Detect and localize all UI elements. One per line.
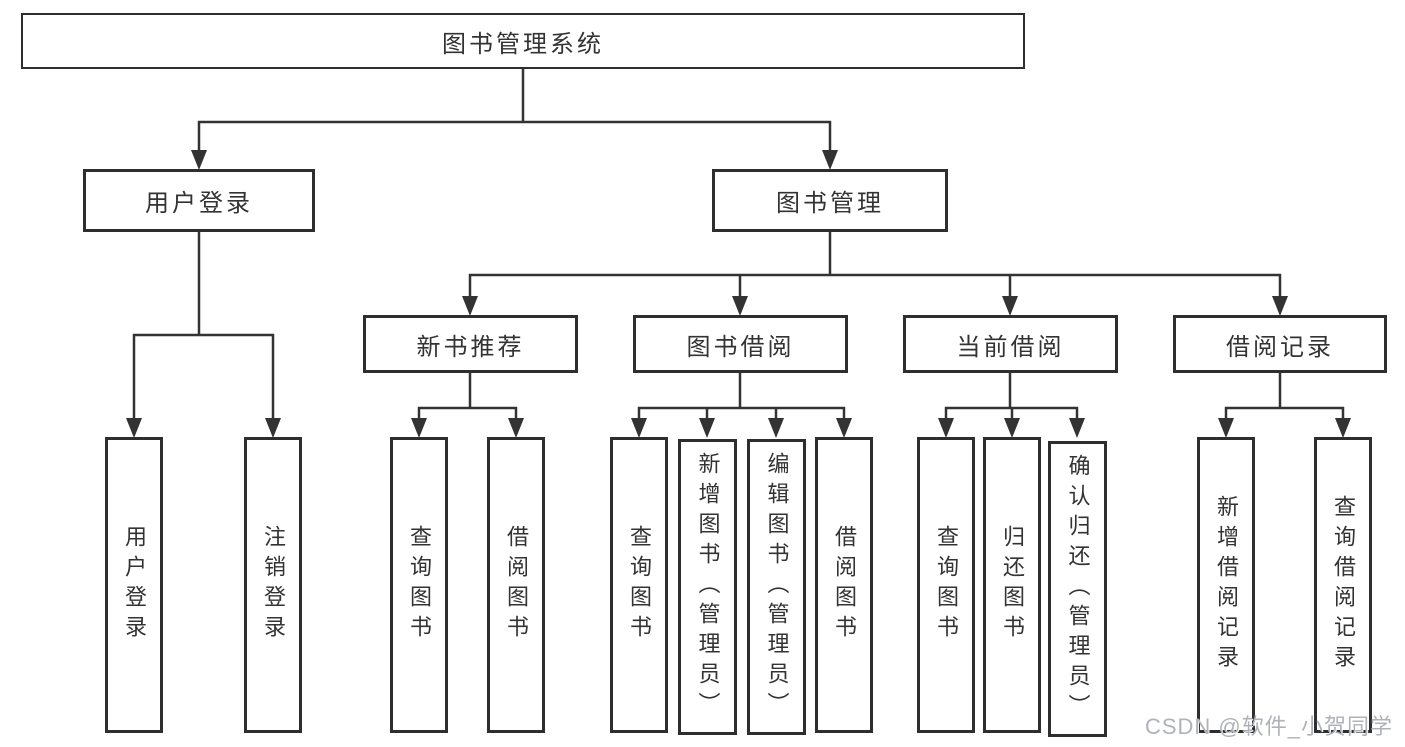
node-label: 当前借阅	[956, 333, 1065, 361]
node-label: 查询借阅记录	[1331, 495, 1356, 675]
node-label: 归还图书	[1000, 525, 1025, 645]
leaf-query-books-current: 查询图书	[917, 437, 975, 733]
node-user-login: 用户登录	[83, 169, 315, 232]
leaf-return-books: 归还图书	[983, 437, 1041, 733]
node-label: 注销登录	[261, 525, 286, 645]
leaf-logout: 注销登录	[244, 437, 302, 733]
node-book-borrowing: 图书借阅	[633, 315, 848, 373]
leaf-add-books-admin: 新增图书（管理员）	[678, 439, 737, 735]
node-label: 用户登录	[122, 525, 147, 645]
node-label: 新增图书（管理员）	[695, 452, 721, 722]
node-label: 图书借阅	[686, 333, 795, 361]
leaf-add-borrow-record: 新增借阅记录	[1197, 437, 1255, 733]
node-label: 新书推荐	[416, 333, 525, 361]
leaf-edit-books-admin: 编辑图书（管理员）	[747, 439, 806, 735]
node-label: 借阅记录	[1226, 333, 1334, 361]
leaf-borrow-books-recommend: 借阅图书	[487, 437, 545, 733]
leaf-borrow-books: 借阅图书	[815, 437, 873, 733]
node-current-borrowing: 当前借阅	[903, 315, 1118, 373]
node-borrowing-records: 借阅记录	[1173, 315, 1387, 373]
node-label: 新增借阅记录	[1214, 495, 1239, 675]
leaf-confirm-return-admin: 确认归还（管理员）	[1048, 441, 1107, 737]
node-label: 借阅图书	[504, 525, 529, 645]
leaf-query-borrow-record: 查询借阅记录	[1314, 437, 1372, 733]
node-label: 查询图书	[934, 525, 959, 645]
node-label: 借阅图书	[832, 525, 857, 645]
node-label: 查询图书	[627, 525, 652, 645]
node-label: 确认归还（管理员）	[1065, 454, 1091, 724]
node-label: 编辑图书（管理员）	[764, 452, 790, 722]
node-new-book-recommend: 新书推荐	[363, 315, 578, 373]
node-label: 用户登录	[145, 190, 253, 217]
leaf-user-login: 用户登录	[105, 437, 163, 733]
node-book-management: 图书管理	[712, 169, 948, 232]
node-system-root: 图书管理系统	[21, 13, 1025, 69]
node-label: 图书管理系统	[442, 30, 604, 58]
node-label: 查询图书	[407, 525, 432, 645]
node-label: 图书管理	[776, 190, 884, 217]
leaf-query-books-recommend: 查询图书	[390, 437, 448, 733]
leaf-query-books-borrowing: 查询图书	[610, 437, 668, 733]
